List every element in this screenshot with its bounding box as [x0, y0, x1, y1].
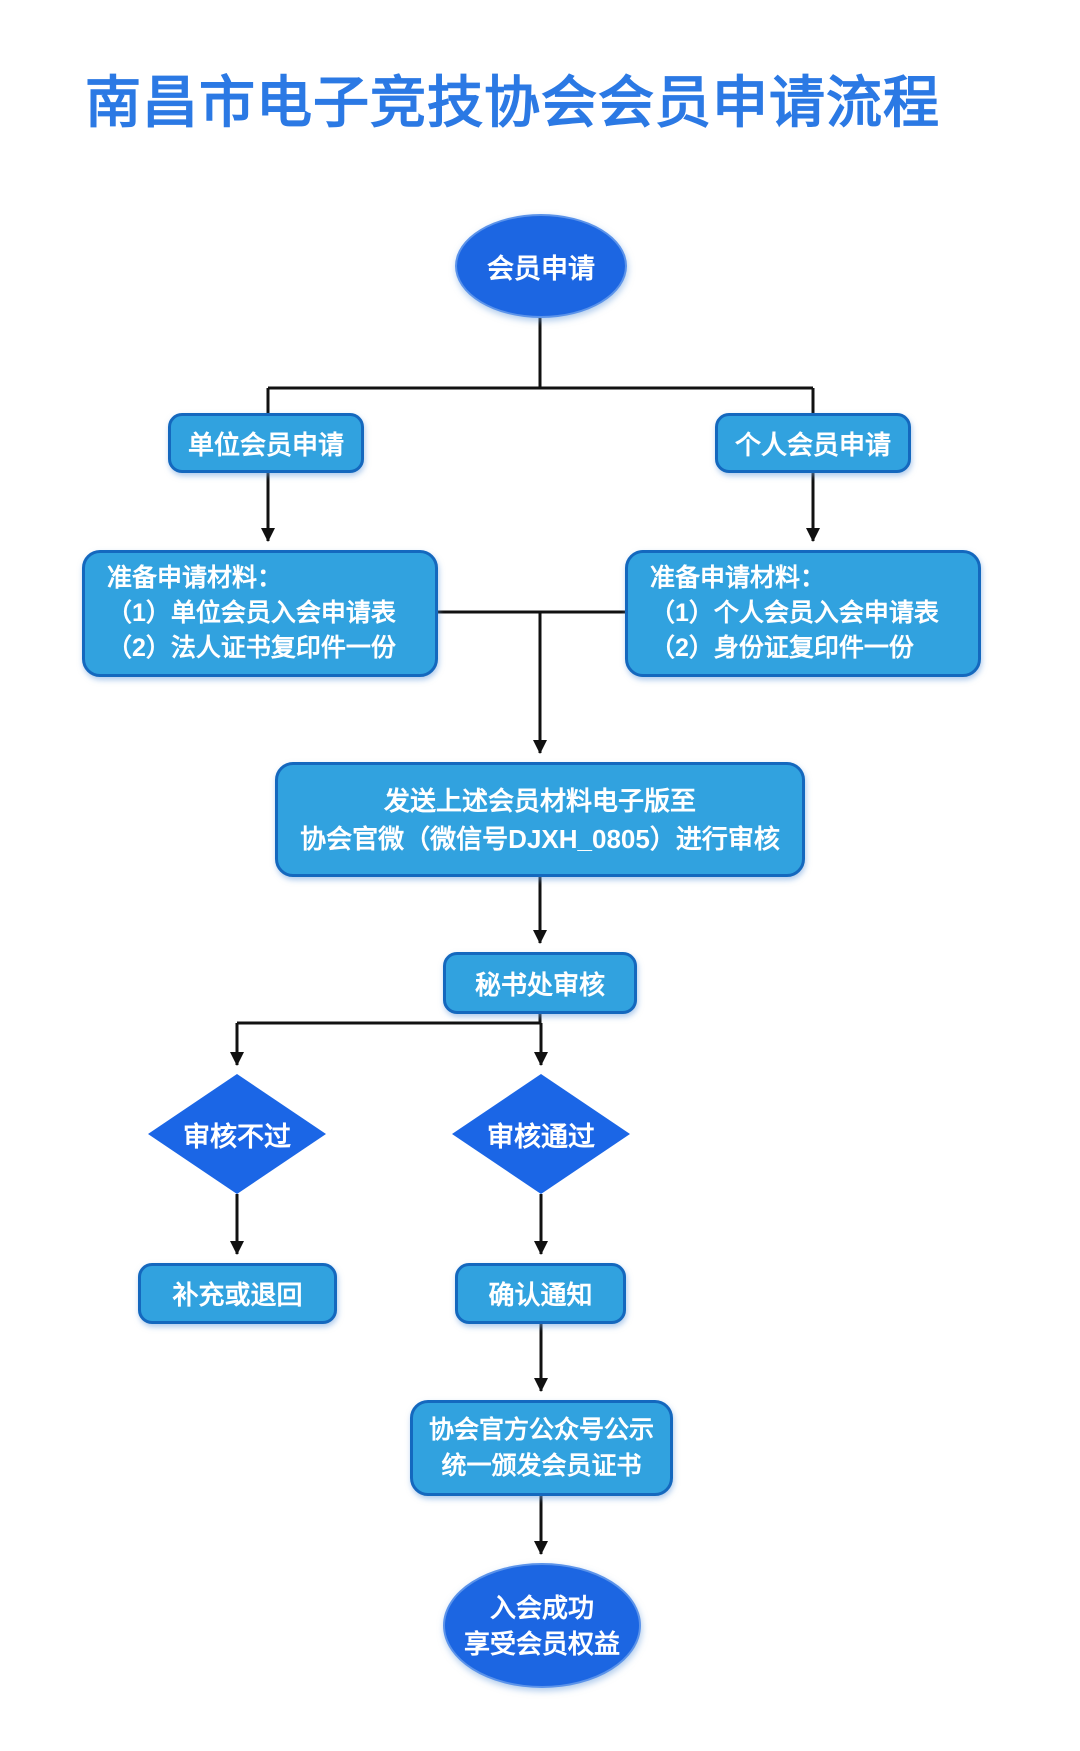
- process-unit-materials: 准备申请材料： （1）单位会员入会申请表 （2）法人证书复印件一份: [82, 550, 438, 677]
- process-personal-member-application: 个人会员申请: [715, 413, 911, 473]
- start-terminal-membership-application: 会员申请: [455, 214, 627, 318]
- process-secretariat-review: 秘书处审核: [443, 952, 637, 1014]
- connector-review-branch: [237, 1014, 542, 1025]
- process-unit-member-application: 单位会员申请: [168, 413, 364, 473]
- connector-start-branch: [266, 317, 815, 413]
- process-confirmation-notice: 确认通知: [455, 1263, 626, 1324]
- end-terminal-membership-success: 入会成功 享受会员权益: [443, 1563, 641, 1688]
- process-send-materials: 发送上述会员材料电子版至 协会官微（微信号DJXH_0805）进行审核: [275, 762, 805, 877]
- process-public-announcement-certificate: 协会官方公众号公示 统一颁发会员证书: [410, 1400, 673, 1496]
- process-personal-materials: 准备申请材料： （1）个人会员入会申请表 （2）身份证复印件一份: [625, 550, 981, 677]
- page-title: 南昌市电子竞技协会会员申请流程: [85, 71, 940, 134]
- process-supplement-or-return: 补充或退回: [138, 1263, 337, 1324]
